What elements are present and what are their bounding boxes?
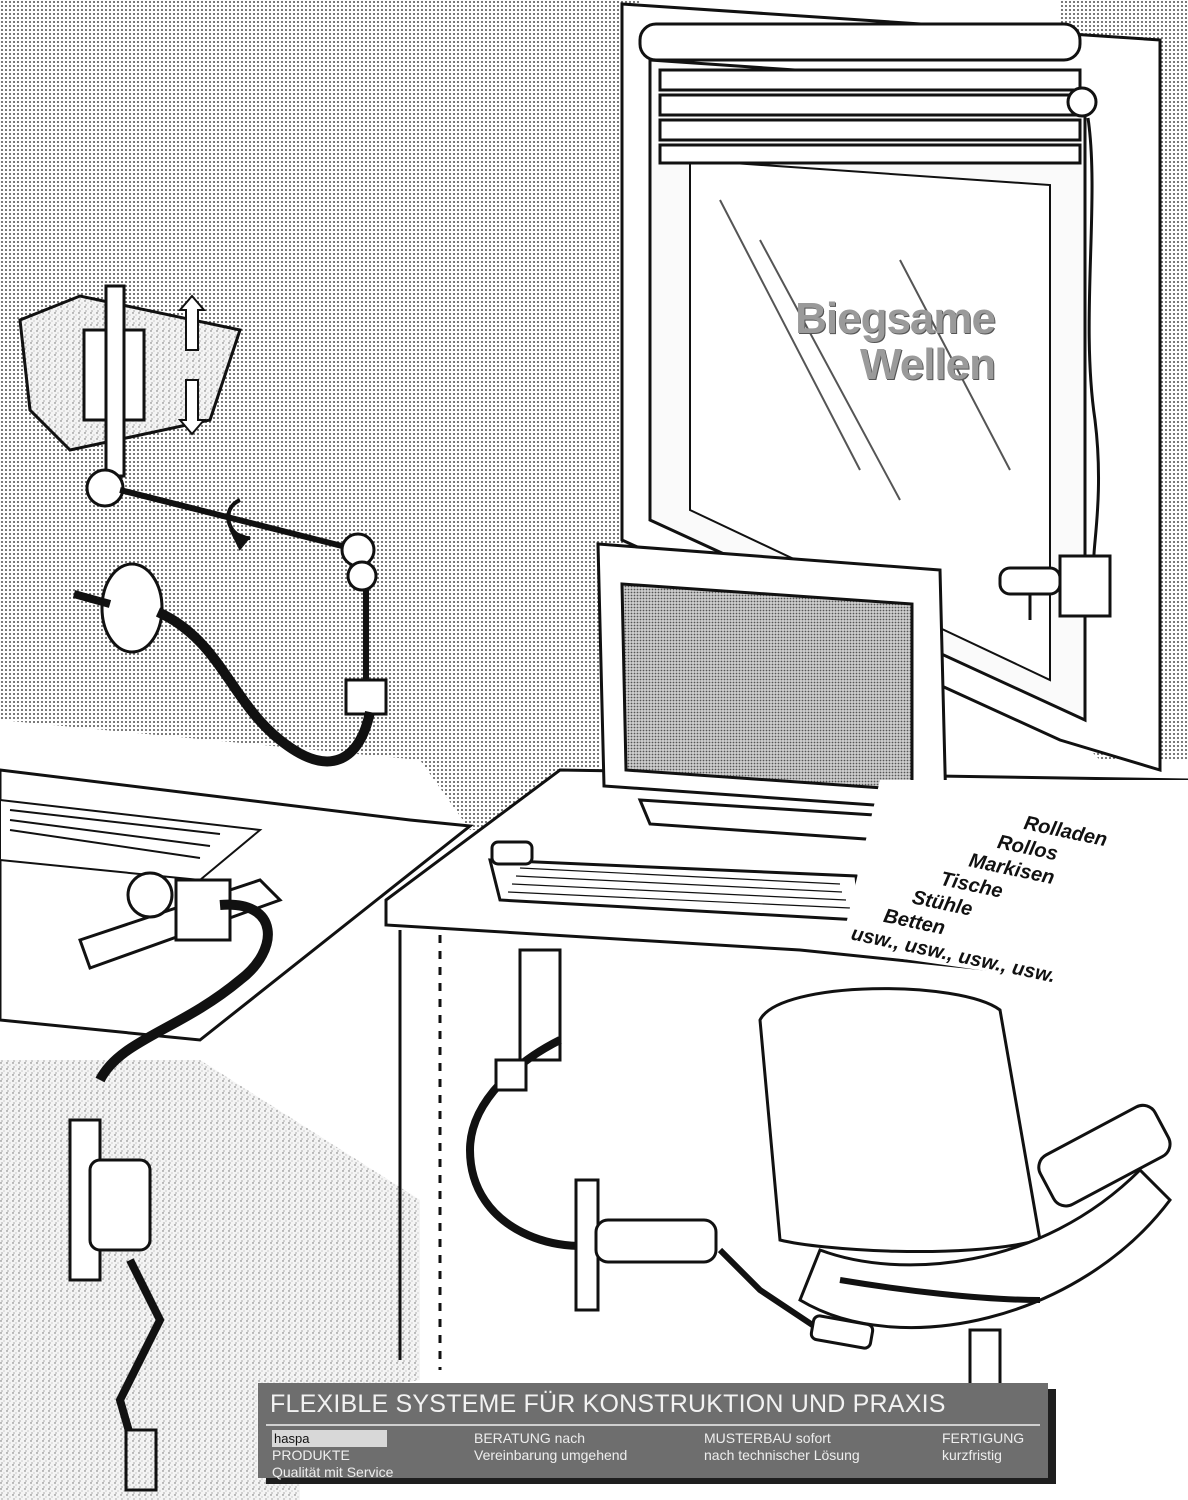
column-text: Qualität mit Service: [272, 1464, 394, 1480]
column-heading: PRODUKTE: [272, 1447, 350, 1463]
column-text: nach technischer Lösung: [704, 1447, 860, 1463]
product-list-panel: [840, 780, 1188, 1000]
spindle-and-gear-assembly: [18, 284, 388, 767]
drafting-table-with-crank: [0, 768, 474, 1492]
office-chair-with-crank: [465, 987, 1172, 1392]
banner-column-musterbau: MUSTERBAU sofort nach technischer Lösung: [704, 1430, 860, 1464]
column-heading: MUSTERBAU sofort: [704, 1430, 831, 1446]
column-text: Vereinbarung umgehend: [474, 1447, 628, 1463]
headline: Biegsame Wellen: [690, 294, 996, 389]
banner-column-beratung: BERATUNG nach Vereinbarung umgehend: [474, 1430, 627, 1464]
brand-name: haspa: [272, 1430, 388, 1447]
headline-line-1: Biegsame: [795, 294, 996, 343]
bottom-banner: FLEXIBLE SYSTEME FÜR KONSTRUKTION UND PR…: [258, 1383, 1048, 1481]
column-text: kurzfristig: [942, 1447, 1002, 1463]
column-heading: FERTIGUNG: [942, 1430, 1025, 1446]
banner-divider: [266, 1424, 1040, 1426]
banner-title: FLEXIBLE SYSTEME FÜR KONSTRUKTION UND PR…: [270, 1390, 946, 1418]
banner-column-fertigung: FERTIGUNG kurzfristig: [942, 1430, 1024, 1464]
headline-line-2: Wellen: [859, 340, 996, 389]
column-heading: BERATUNG nach: [474, 1430, 585, 1446]
